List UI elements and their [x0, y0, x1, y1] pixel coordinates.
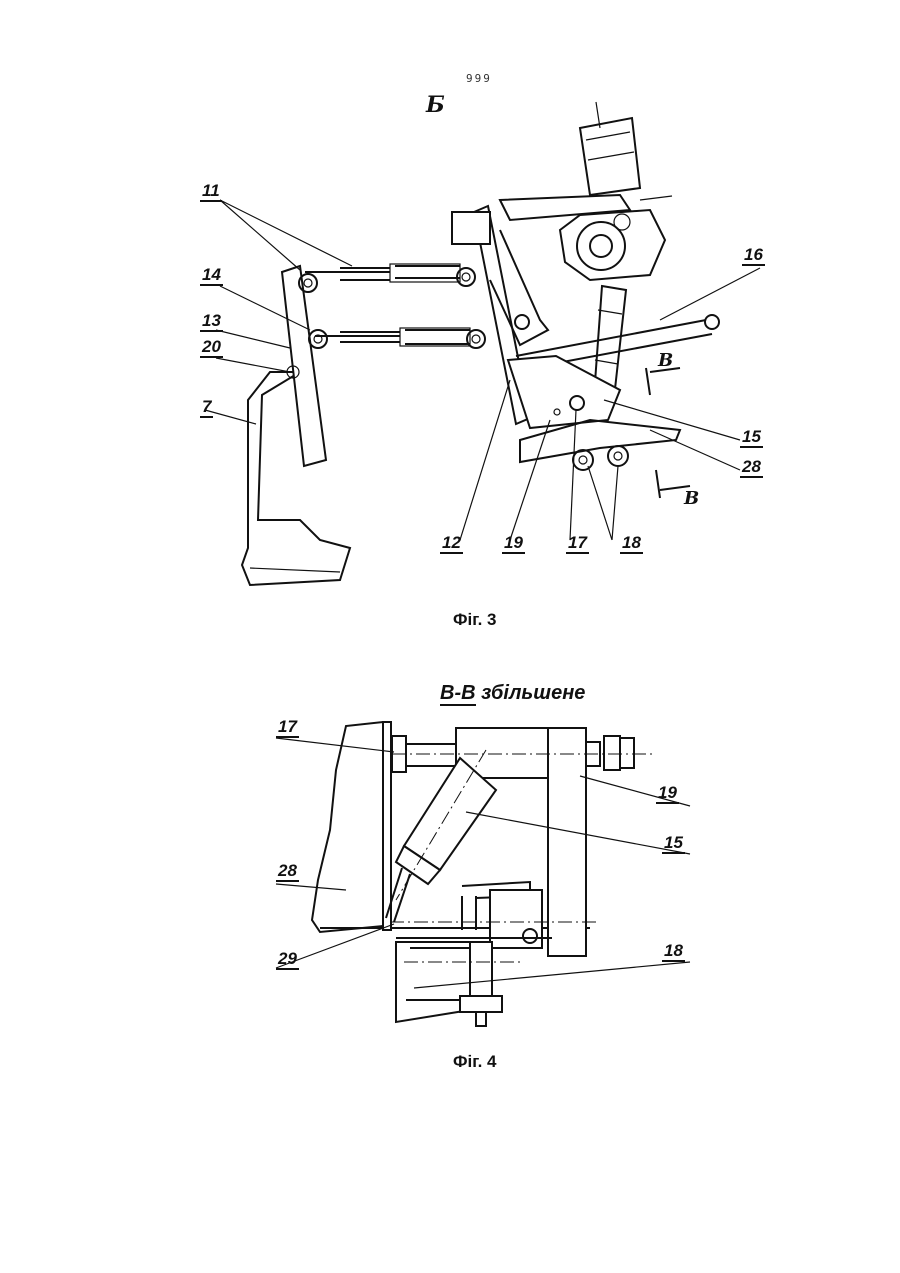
callout-29-fig4: 29: [276, 950, 299, 970]
callout-17-fig4: 17: [276, 718, 299, 738]
figure-4-caption: Фіг. 4: [453, 1052, 497, 1072]
section-title-suffix: збільшене: [481, 682, 585, 704]
section-title: В-В збільшене: [440, 682, 585, 705]
callout-19-fig4: 19: [656, 784, 679, 804]
callout-15-fig4: 15: [662, 834, 685, 854]
callout-28-fig4: 28: [276, 862, 299, 882]
callout-18-fig4: 18: [662, 942, 685, 962]
section-title-prefix: В-В: [440, 682, 476, 706]
